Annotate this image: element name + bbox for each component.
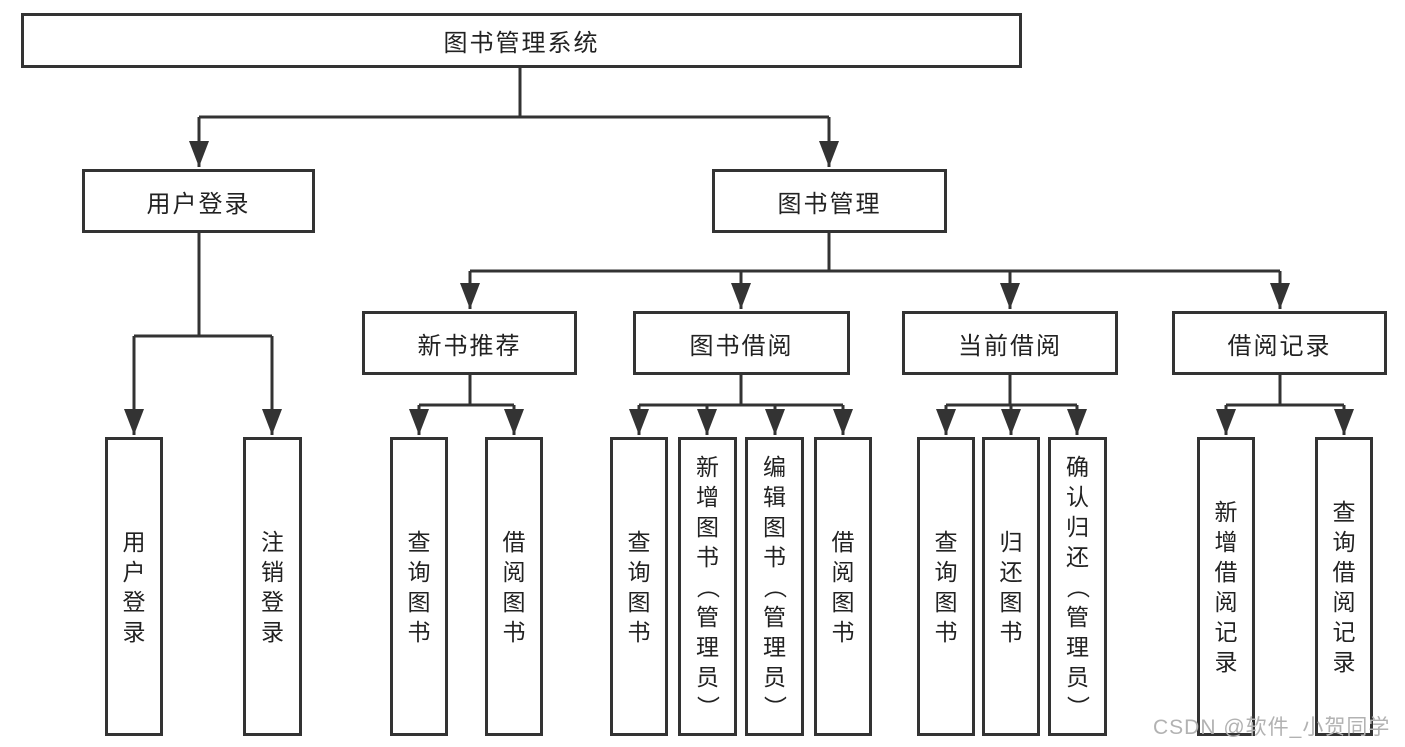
leaf-add-book-admin: 新增图书（管理员） xyxy=(678,437,737,736)
node-user-login-label: 用户登录 xyxy=(146,190,251,218)
leaf-add-book-admin-label: 新增图书（管理员） xyxy=(694,453,721,719)
leaf-borrow-book-recommend: 借阅图书 xyxy=(485,437,543,736)
leaf-user-login-label: 用户登录 xyxy=(122,528,146,645)
leaf-logout: 注销登录 xyxy=(243,437,302,736)
leaf-return-book: 归还图书 xyxy=(982,437,1040,736)
leaf-edit-book-admin: 编辑图书（管理员） xyxy=(745,437,804,736)
leaf-return-book-label: 归还图书 xyxy=(999,528,1023,645)
node-book-management-label: 图书管理 xyxy=(777,190,882,218)
node-borrow-records: 借阅记录 xyxy=(1172,311,1387,375)
leaf-borrow-book-label: 借阅图书 xyxy=(831,528,855,645)
node-root-label: 图书管理系统 xyxy=(443,30,600,57)
node-current-borrow-label: 当前借阅 xyxy=(958,332,1062,360)
leaf-query-book-current-label: 查询图书 xyxy=(934,528,958,645)
node-current-borrow: 当前借阅 xyxy=(902,311,1118,375)
leaf-user-login: 用户登录 xyxy=(105,437,163,736)
leaf-logout-label: 注销登录 xyxy=(261,528,284,645)
node-book-borrow-label: 图书借阅 xyxy=(689,332,794,360)
node-book-management: 图书管理 xyxy=(712,169,947,233)
node-root-library-system: 图书管理系统 xyxy=(21,13,1022,68)
node-book-borrow: 图书借阅 xyxy=(633,311,850,375)
leaf-query-borrow-record: 查询借阅记录 xyxy=(1315,437,1373,736)
node-new-book-recommend: 新书推荐 xyxy=(362,311,577,375)
leaf-query-book-recommend: 查询图书 xyxy=(390,437,448,736)
leaf-query-book-borrow-label: 查询图书 xyxy=(627,528,651,645)
leaf-confirm-return-admin-label: 确认归还（管理员） xyxy=(1064,453,1091,719)
leaf-query-book-recommend-label: 查询图书 xyxy=(407,528,431,645)
leaf-borrow-book: 借阅图书 xyxy=(814,437,872,736)
leaf-edit-book-admin-label: 编辑图书（管理员） xyxy=(761,453,788,719)
leaf-query-book-borrow: 查询图书 xyxy=(610,437,668,736)
node-user-login: 用户登录 xyxy=(82,169,315,233)
leaf-confirm-return-admin: 确认归还（管理员） xyxy=(1048,437,1107,736)
leaf-add-borrow-record-label: 新增借阅记录 xyxy=(1214,498,1238,675)
leaf-borrow-book-recommend-label: 借阅图书 xyxy=(502,528,526,645)
leaf-add-borrow-record: 新增借阅记录 xyxy=(1197,437,1255,736)
csdn-watermark: CSDN @软件_小贺同学 xyxy=(1153,716,1391,739)
node-borrow-records-label: 借阅记录 xyxy=(1227,332,1332,360)
node-new-book-recommend-label: 新书推荐 xyxy=(417,332,522,360)
leaf-query-book-current: 查询图书 xyxy=(917,437,975,736)
leaf-query-borrow-record-label: 查询借阅记录 xyxy=(1332,498,1356,675)
